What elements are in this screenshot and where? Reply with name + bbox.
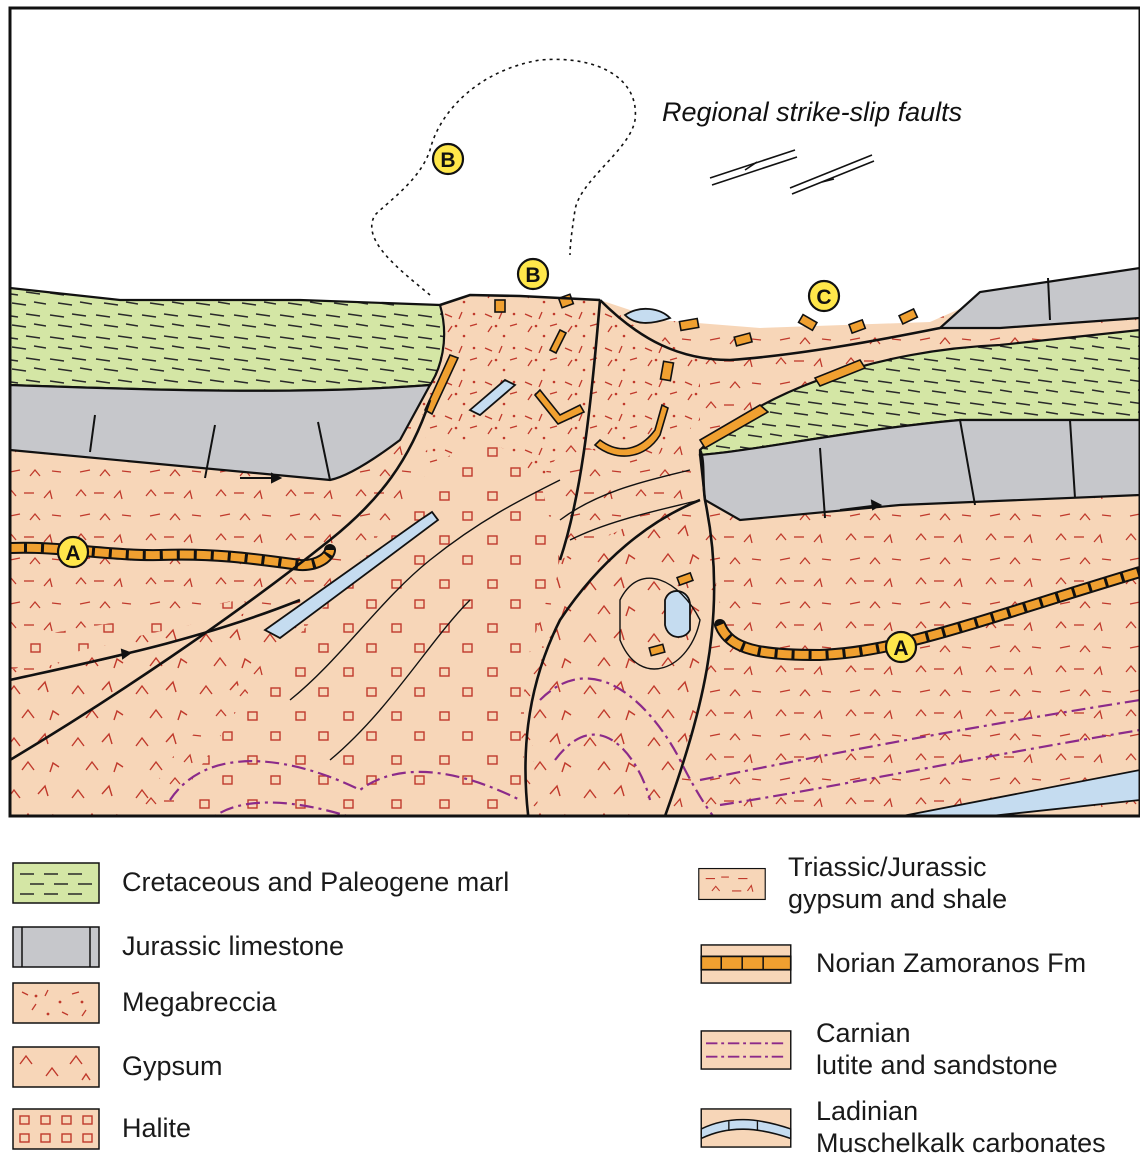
svg-text:A: A (65, 542, 80, 565)
carnian-swatch (698, 1030, 794, 1070)
svg-text:B: B (525, 264, 540, 287)
legend-item-marl: Cretaceous and Paleogene marl (12, 862, 509, 904)
legend-item-muschelkalk: Ladinian Muschelkalk carbonates (698, 1096, 1106, 1160)
legend-item-limestone: Jurassic limestone (12, 926, 344, 968)
gypsum-shale-line2: gypsum and shale (788, 884, 1007, 916)
legend-label-muschelkalk: Ladinian Muschelkalk carbonates (816, 1096, 1106, 1160)
marker-b-lower: B (518, 259, 548, 289)
limestone-swatch (12, 926, 100, 968)
legend-item-gypsum: Gypsum (12, 1046, 223, 1088)
svg-text:B: B (440, 149, 455, 172)
carnian-line1: Carnian (816, 1018, 1058, 1050)
legend-label-carnian: Carnian lutite and sandstone (816, 1018, 1058, 1082)
svg-text:C: C (816, 286, 831, 309)
strike-slip-annotation: Regional strike-slip faults (662, 97, 962, 127)
gypsum-swatch (12, 1046, 100, 1088)
muschelkalk-line1: Ladinian (816, 1096, 1106, 1128)
limestone-upper-right (940, 268, 1140, 328)
zamoranos-swatch (698, 944, 794, 984)
section-body (10, 268, 1140, 830)
marl-swatch (12, 862, 100, 904)
legend-label-zamoranos: Norian Zamoranos Fm (816, 948, 1086, 980)
legend-label-megabreccia: Megabreccia (122, 987, 277, 1019)
legend-label-halite: Halite (122, 1113, 191, 1145)
legend-item-megabreccia: Megabreccia (12, 982, 277, 1024)
halite-swatch (12, 1108, 100, 1150)
legend-label-limestone: Jurassic limestone (122, 931, 344, 963)
marker-b-upper: B (433, 144, 463, 174)
muschelkalk-swatch (698, 1108, 794, 1148)
marker-a-right: A (886, 632, 916, 662)
strike-slip-symbol (710, 150, 874, 194)
megabreccia-swatch (12, 982, 100, 1024)
gypsum-shale-line1: Triassic/Jurassic (788, 852, 1007, 884)
legend-label-gypsum-shale: Triassic/Jurassic gypsum and shale (788, 852, 1007, 916)
eroded-diapir-outline (372, 59, 636, 295)
legend-item-gypsum-shale: Triassic/Jurassic gypsum and shale (698, 852, 1007, 916)
legend-label-marl: Cretaceous and Paleogene marl (122, 867, 509, 899)
zamoranos-line1: Norian Zamoranos Fm (816, 948, 1086, 980)
svg-text:A: A (893, 637, 908, 660)
legend-item-zamoranos: Norian Zamoranos Fm (698, 944, 1086, 984)
cross-section-diagram: Regional strike-slip faults B B C A A (0, 0, 1140, 830)
legend-item-carnian: Carnian lutite and sandstone (698, 1018, 1058, 1082)
legend-item-halite: Halite (12, 1108, 191, 1150)
gypsum-shale-swatch (698, 864, 766, 904)
marker-c: C (809, 281, 839, 311)
marker-a-left: A (58, 537, 88, 567)
carnian-line2: lutite and sandstone (816, 1050, 1058, 1082)
legend-label-gypsum: Gypsum (122, 1051, 223, 1083)
marl-left (10, 288, 444, 391)
